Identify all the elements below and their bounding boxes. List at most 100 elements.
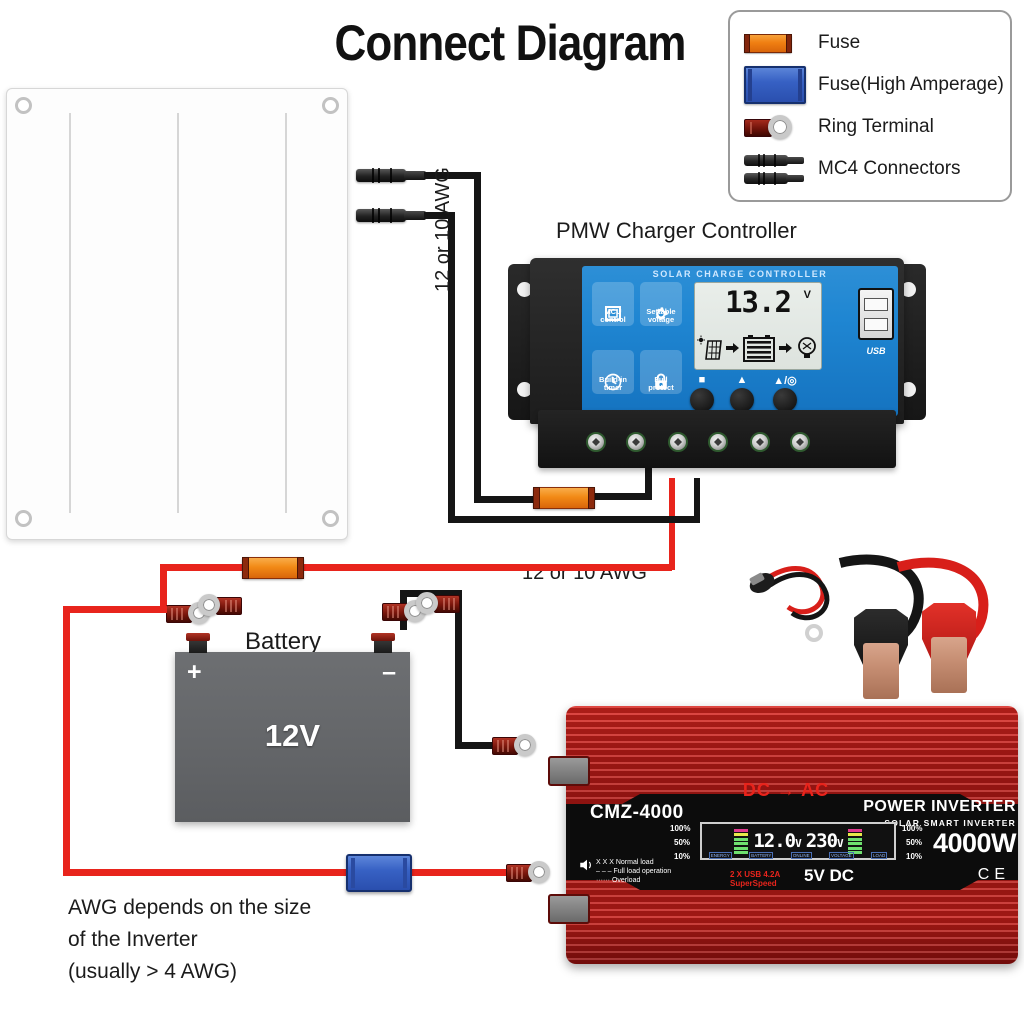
clock-icon <box>604 373 622 391</box>
wire-panel-bottom-h <box>424 212 454 219</box>
ring-terminal-icon <box>744 115 818 139</box>
controller-usb-label: USB <box>866 346 886 356</box>
battery-positive-post <box>186 633 210 653</box>
fuse-high-amperage-inline <box>346 854 412 892</box>
ring-terminal-inv-pos <box>506 861 562 883</box>
inverter-lcd-label-load: LOAD <box>870 852 888 859</box>
controller-button-1[interactable] <box>690 388 714 412</box>
inverter-dc-ac-label: DC → AC <box>742 780 830 800</box>
ring-terminal-batt-pos-b <box>186 594 242 616</box>
inverter-subtitle: SOLAR SMART INVERTER <box>884 818 1016 828</box>
controller-button-3[interactable] <box>773 388 797 412</box>
awg-note-line-2: of the Inverter <box>68 928 198 951</box>
inverter-terminal-positive[interactable] <box>548 756 590 786</box>
inverter-lcd-dc: 12.0V <box>753 830 801 852</box>
inverter-usb-line-1: 2 X USB 4.2A <box>730 870 781 879</box>
battery-clip-cables <box>748 545 1020 699</box>
legend-item-ring-terminal: Ring Terminal <box>744 106 1002 148</box>
panel-grommet-tr <box>322 97 339 114</box>
chip-icon <box>605 306 621 321</box>
inverter-scale-right-10: 10% <box>906 852 923 861</box>
controller-terminal-1[interactable] <box>586 432 606 452</box>
wire-panel-join-lower <box>448 516 544 523</box>
inverter-lcd: 12.0V 230V <box>700 822 896 860</box>
arrow-right-icon <box>779 342 792 353</box>
wire-red-from-controller <box>669 478 675 570</box>
legend-item-mc4-connectors: MC4 Connectors <box>744 148 1002 190</box>
legend-label-fuse-high-amperage: Fuse(High Amperage) <box>818 74 1004 95</box>
inverter-wattage: 4000W <box>932 828 1017 858</box>
legend-label-mc4-connectors: MC4 Connectors <box>818 158 961 179</box>
wire-black-bottom-run <box>538 516 700 523</box>
ring-terminal-inv-neg <box>492 734 548 756</box>
lock-icon <box>655 373 667 390</box>
wire-black-neg-v <box>455 590 462 748</box>
controller-button-2[interactable] <box>730 388 754 412</box>
controller-terminal-4[interactable] <box>708 432 728 452</box>
panel-busbar-2 <box>177 113 179 513</box>
usb-port-1 <box>864 297 888 311</box>
controller-terminal-5[interactable] <box>750 432 770 452</box>
inverter-lcd-label-battery: BATTERY <box>749 852 774 859</box>
legend-label-fuse: Fuse <box>818 32 861 53</box>
awg-note: AWG depends on the size of the Inverter … <box>68 892 311 988</box>
mc4-connector-bottom <box>356 208 426 223</box>
inverter-alarm-row-3: ······ Overload <box>596 877 641 884</box>
inverter-scale-right-50: 50% <box>906 838 923 847</box>
battery: + – 12V <box>175 633 410 822</box>
controller-lcd-unit: V <box>803 289 811 301</box>
wire-fuse-right <box>592 493 652 500</box>
battery-voltage: 12V <box>264 718 321 753</box>
fuse-battery-line <box>242 557 304 579</box>
controller-terminal-base <box>538 410 896 468</box>
inverter-lcd-label-energy: ENERGY <box>708 852 732 859</box>
battery-negative-post <box>371 633 395 653</box>
page-title: Connect Diagram <box>334 15 686 71</box>
wire-black-neg-to-inv <box>455 742 511 749</box>
controller-brand-text: SOLAR CHARGE CONTROLLER <box>652 269 828 279</box>
legend-box: Fuse Fuse(High Amperage) Ring Terminal <box>728 10 1012 202</box>
inverter-title: POWER INVERTER <box>863 798 1016 815</box>
inverter-usb-line-2: SuperSpeed <box>730 879 777 888</box>
ring-terminal-batt-neg-b <box>404 592 460 614</box>
wire-to-terminal-black <box>645 452 652 500</box>
awg-label-vertical: 12 or 10 AWG <box>432 167 454 292</box>
solar-panel <box>6 88 348 540</box>
wire-black-from-controller <box>694 478 700 522</box>
controller-usb-ports[interactable] <box>858 288 894 340</box>
wire-red-bottom-run <box>63 869 543 876</box>
panel-busbar-1 <box>69 113 71 513</box>
fuse-high-amperage-icon <box>744 66 818 104</box>
inverter-alarm-legend: X X X Normal load – – – Full load operat… <box>596 858 671 885</box>
controller-knob-label-1: ■ <box>698 374 706 386</box>
controller-terminal-6[interactable] <box>790 432 810 452</box>
wire-red-down-to-batt <box>160 564 167 612</box>
inverter-cert-marks: CE <box>977 866 1010 883</box>
inverter-scale-left-10: 10% <box>674 852 691 861</box>
fuse-solar-line <box>533 487 595 509</box>
inverter-scale-left-100: 100% <box>670 824 691 833</box>
controller-terminal-3[interactable] <box>668 432 688 452</box>
panel-grommet-bl <box>15 510 32 527</box>
battery-minus-symbol: – <box>382 658 396 686</box>
inverter-lcd-label-online: ONLINE <box>790 852 812 859</box>
controller-terminal-2[interactable] <box>626 432 646 452</box>
usb-port-2 <box>864 317 888 331</box>
inverter-model: CMZ-4000 <box>590 802 684 823</box>
inverter-scale-left-50: 50% <box>674 838 691 847</box>
sun-panel-icon <box>697 335 722 360</box>
inverter-terminal-negative[interactable] <box>548 894 590 924</box>
awg-note-line-1: AWG depends on the size <box>68 896 312 919</box>
controller-knob-label-3: ▲/◎ <box>773 375 797 387</box>
inverter-lcd-labels: ENERGY BATTERY ONLINE VOLTAGE LOAD <box>700 852 896 859</box>
